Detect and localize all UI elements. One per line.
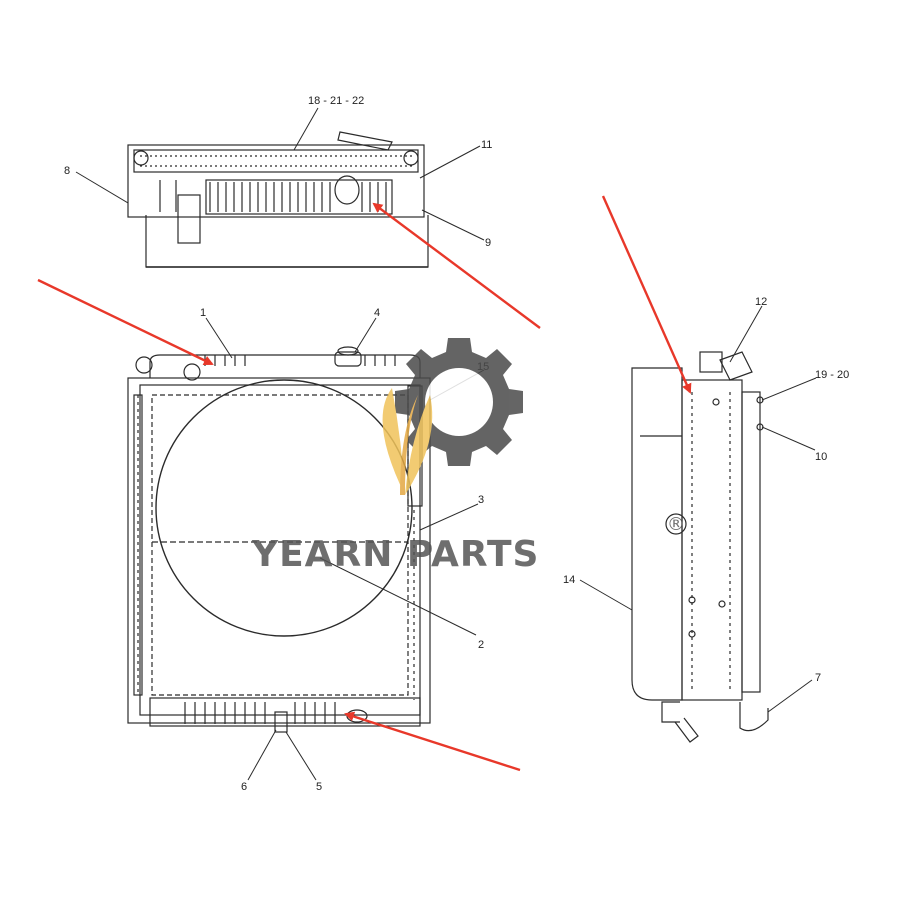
callout-7: 7: [815, 672, 821, 684]
gear-leaf-logo-icon: [382, 338, 523, 495]
leader-lines: [75, 107, 817, 781]
callout-6: 6: [241, 781, 247, 793]
top-view: [127, 131, 429, 268]
front-view: [127, 346, 431, 733]
watermark-registered: ®: [667, 514, 685, 535]
side-view: [631, 351, 769, 743]
callout-4: 4: [374, 307, 380, 319]
top-fins: [209, 182, 387, 212]
watermark: YEARN PARTS ®: [251, 338, 685, 575]
callout-14: 14: [563, 574, 575, 586]
callout-9: 9: [485, 237, 491, 249]
callout-8: 8: [64, 165, 70, 177]
callout-10: 10: [815, 451, 827, 463]
callout-5: 5: [316, 781, 322, 793]
callout-12: 12: [755, 296, 767, 308]
arrow-front-top: [37, 278, 214, 366]
callout-3: 3: [478, 494, 484, 506]
callout-1: 1: [200, 307, 206, 319]
red-pointer-arrows: [37, 195, 692, 772]
arrow-side-view: [601, 195, 692, 394]
watermark-brand: YEARN PARTS: [251, 534, 539, 575]
callout-18-21-22: 18 - 21 - 22: [308, 95, 364, 107]
bottom-fins: [184, 702, 336, 724]
arrow-top-view: [372, 202, 541, 329]
callout-11: 11: [481, 139, 492, 151]
arrow-front-bottom: [344, 711, 521, 772]
callout-2: 2: [478, 639, 484, 651]
callout-19-20: 19 - 20: [815, 369, 849, 381]
